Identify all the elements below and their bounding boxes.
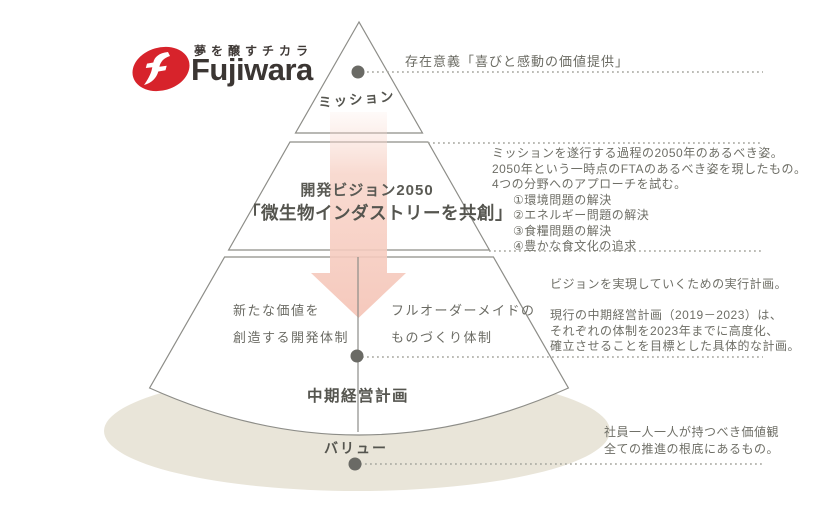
midplan-label: 中期経営計画 [306,388,409,405]
value-annotation: 社員一人一人が持つべき価値観 全ての推進の根底にあるもの。 [604,424,779,458]
logo-tagline: 夢を醸すチカラ [194,44,314,58]
plan-annotation-line: 確立させることを目標とした具体的な計画。 [550,339,801,353]
mission-dot [351,65,365,79]
vision-annotation-line: ミッションを遂行する過程の2050年のあるべき姿。 [492,146,784,160]
plan-annotation-line: ビジョンを実現していくための実行計画。 [550,277,788,291]
structure-left-line1: 新たな価値を [233,303,321,318]
value-annotation-line: 社員一人一人が持つべき価値観 [604,425,780,439]
structure-right-label: フルオーダーメイドの ものづくり体制 [391,297,535,351]
structure-left-line2: 創造する開発体制 [233,330,350,345]
logo-f-glyph [144,52,170,85]
vision-annotation-item: ③食糧問題の解決 [513,223,612,238]
plan-annotation-line [550,293,800,309]
plan-dot [350,349,364,363]
plan-annotation-line: 現行の中期経営計画（2019－2023）は、 [550,308,783,322]
vision-annotation-item: ①環境問題の解決 [513,192,612,207]
tier-structure-shape [148,256,570,436]
value-dot [348,457,362,471]
vision-annotation-item: ②エネルギー問題の解決 [513,208,650,222]
vision-title: 開発ビジョン2050 [300,182,434,199]
vision-annotation-line: 4つの分野へのアプローチを試む。 [492,177,687,191]
purpose-annotation: 存在意義「喜びと感動の価値提供」 [405,54,630,69]
fujiwara-logo-mark [132,46,190,92]
vision-annotation: ミッションを遂行する過程の2050年のあるべき姿。 2050年という一時点のFT… [492,146,806,255]
plan-annotation-line: それぞれの体制を2023年までに高度化、 [550,323,779,338]
structure-right-line2: ものづくり体制 [391,330,493,345]
logo-wordmark: Fujiwara [191,52,313,87]
value-annotation-line: 全ての推進の根底にあるもの。 [604,442,780,456]
structure-left-label: 新たな価値を 創造する開発体制 [233,297,349,351]
value-label: バリュー [324,440,388,456]
vision-annotation-line: 2050年という一時点のFTAのあるべき姿を現したもの。 [492,161,807,176]
vision-annotation-item: ④豊かな食文化の追求 [513,239,637,253]
structure-right-line1: フルオーダーメイドの [391,303,536,318]
vision-subtitle: 「微生物インダストリーを共創」 [243,203,513,223]
down-arrow [311,112,406,318]
plan-annotation: ビジョンを実現していくための実行計画。 現行の中期経営計画（2019－2023）… [550,277,800,355]
